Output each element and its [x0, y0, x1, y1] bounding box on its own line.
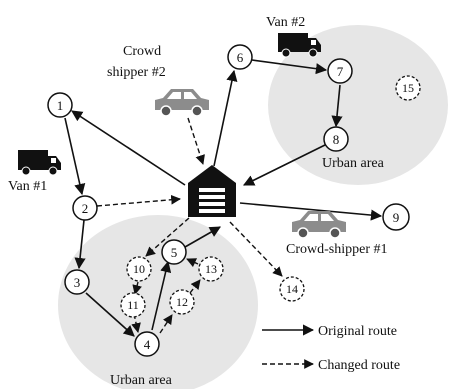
edge-3-4 [85, 292, 135, 337]
edge-depot-10 [145, 217, 190, 257]
node-9 [382, 203, 410, 231]
edge-depot-14 [229, 221, 283, 277]
edge-depot-9 [239, 202, 383, 221]
node-1 [47, 92, 73, 118]
edge-crowd2-depot [187, 117, 205, 165]
node-label-5: 5 [171, 245, 178, 260]
node-label-4: 4 [144, 337, 151, 352]
node-label-3: 3 [74, 275, 81, 290]
legend-original-label: Original route [318, 324, 397, 339]
edge-4-12 [159, 314, 173, 334]
node-label-1: 1 [57, 98, 64, 113]
node-label-11: 11 [127, 298, 139, 312]
original-route-edges [64, 59, 383, 337]
crowd-shipper-1-car-icon [292, 211, 346, 239]
node-label-8: 8 [333, 132, 340, 147]
edge-10-11 [132, 281, 142, 295]
node-label-13: 13 [205, 262, 217, 276]
customer-nodes [47, 44, 410, 357]
edge-depot-1 [71, 110, 186, 186]
node-4 [134, 331, 160, 357]
edge-13-5 [186, 258, 199, 268]
edge-7-8 [331, 84, 343, 128]
node-label-14: 14 [286, 282, 298, 296]
edge-12-13 [189, 279, 201, 294]
node-label-7: 7 [337, 64, 344, 79]
edge-2-depot [96, 194, 181, 207]
node-3 [64, 269, 90, 295]
node-12 [169, 289, 195, 315]
node-15 [395, 75, 421, 101]
edge-5-depot [184, 226, 221, 248]
crowd-shipper-1-label: Crowd-shipper #1 [286, 242, 388, 257]
crowd-shipper-2-car-icon [155, 89, 209, 117]
depot-warehouse-icon [188, 165, 236, 217]
van-1-label: Van #1 [8, 179, 47, 194]
node-5 [161, 239, 187, 265]
node-13 [198, 256, 224, 282]
node-label-6: 6 [237, 50, 244, 65]
edge-4-5 [151, 260, 172, 331]
van-2-label: Van #2 [266, 15, 305, 30]
urban-area-bottom-label: Urban area [110, 373, 173, 388]
node-2 [72, 195, 98, 221]
changed-nodes [120, 75, 421, 318]
node-14 [279, 276, 305, 302]
edge-2-3 [74, 219, 86, 270]
urban-area-right-label: Urban area [322, 156, 385, 171]
van-2-icon [278, 33, 321, 58]
node-7 [327, 58, 353, 84]
van-1-icon [18, 150, 61, 176]
changed-route-edges [96, 117, 283, 334]
edge-depot-6 [213, 69, 238, 167]
edge-1-2 [64, 117, 86, 196]
node-11 [120, 292, 146, 318]
edge-8-depot [242, 144, 326, 186]
node-10 [126, 256, 152, 282]
node-label-2: 2 [82, 201, 89, 216]
legend: Original route Changed route [262, 324, 400, 373]
node-label-10: 10 [133, 262, 145, 276]
crowd-shipper-2-label-line2: shipper #2 [107, 65, 166, 80]
urban-area-right [268, 25, 448, 185]
node-6 [227, 44, 253, 70]
edge-6-7 [251, 59, 328, 75]
node-label-15: 15 [402, 81, 414, 95]
node-8 [323, 126, 349, 152]
node-label-9: 9 [393, 210, 400, 225]
crowd-shipper-2-label-line1: Crowd [123, 44, 161, 59]
legend-changed-label: Changed route [318, 358, 400, 373]
node-label-12: 12 [176, 295, 188, 309]
